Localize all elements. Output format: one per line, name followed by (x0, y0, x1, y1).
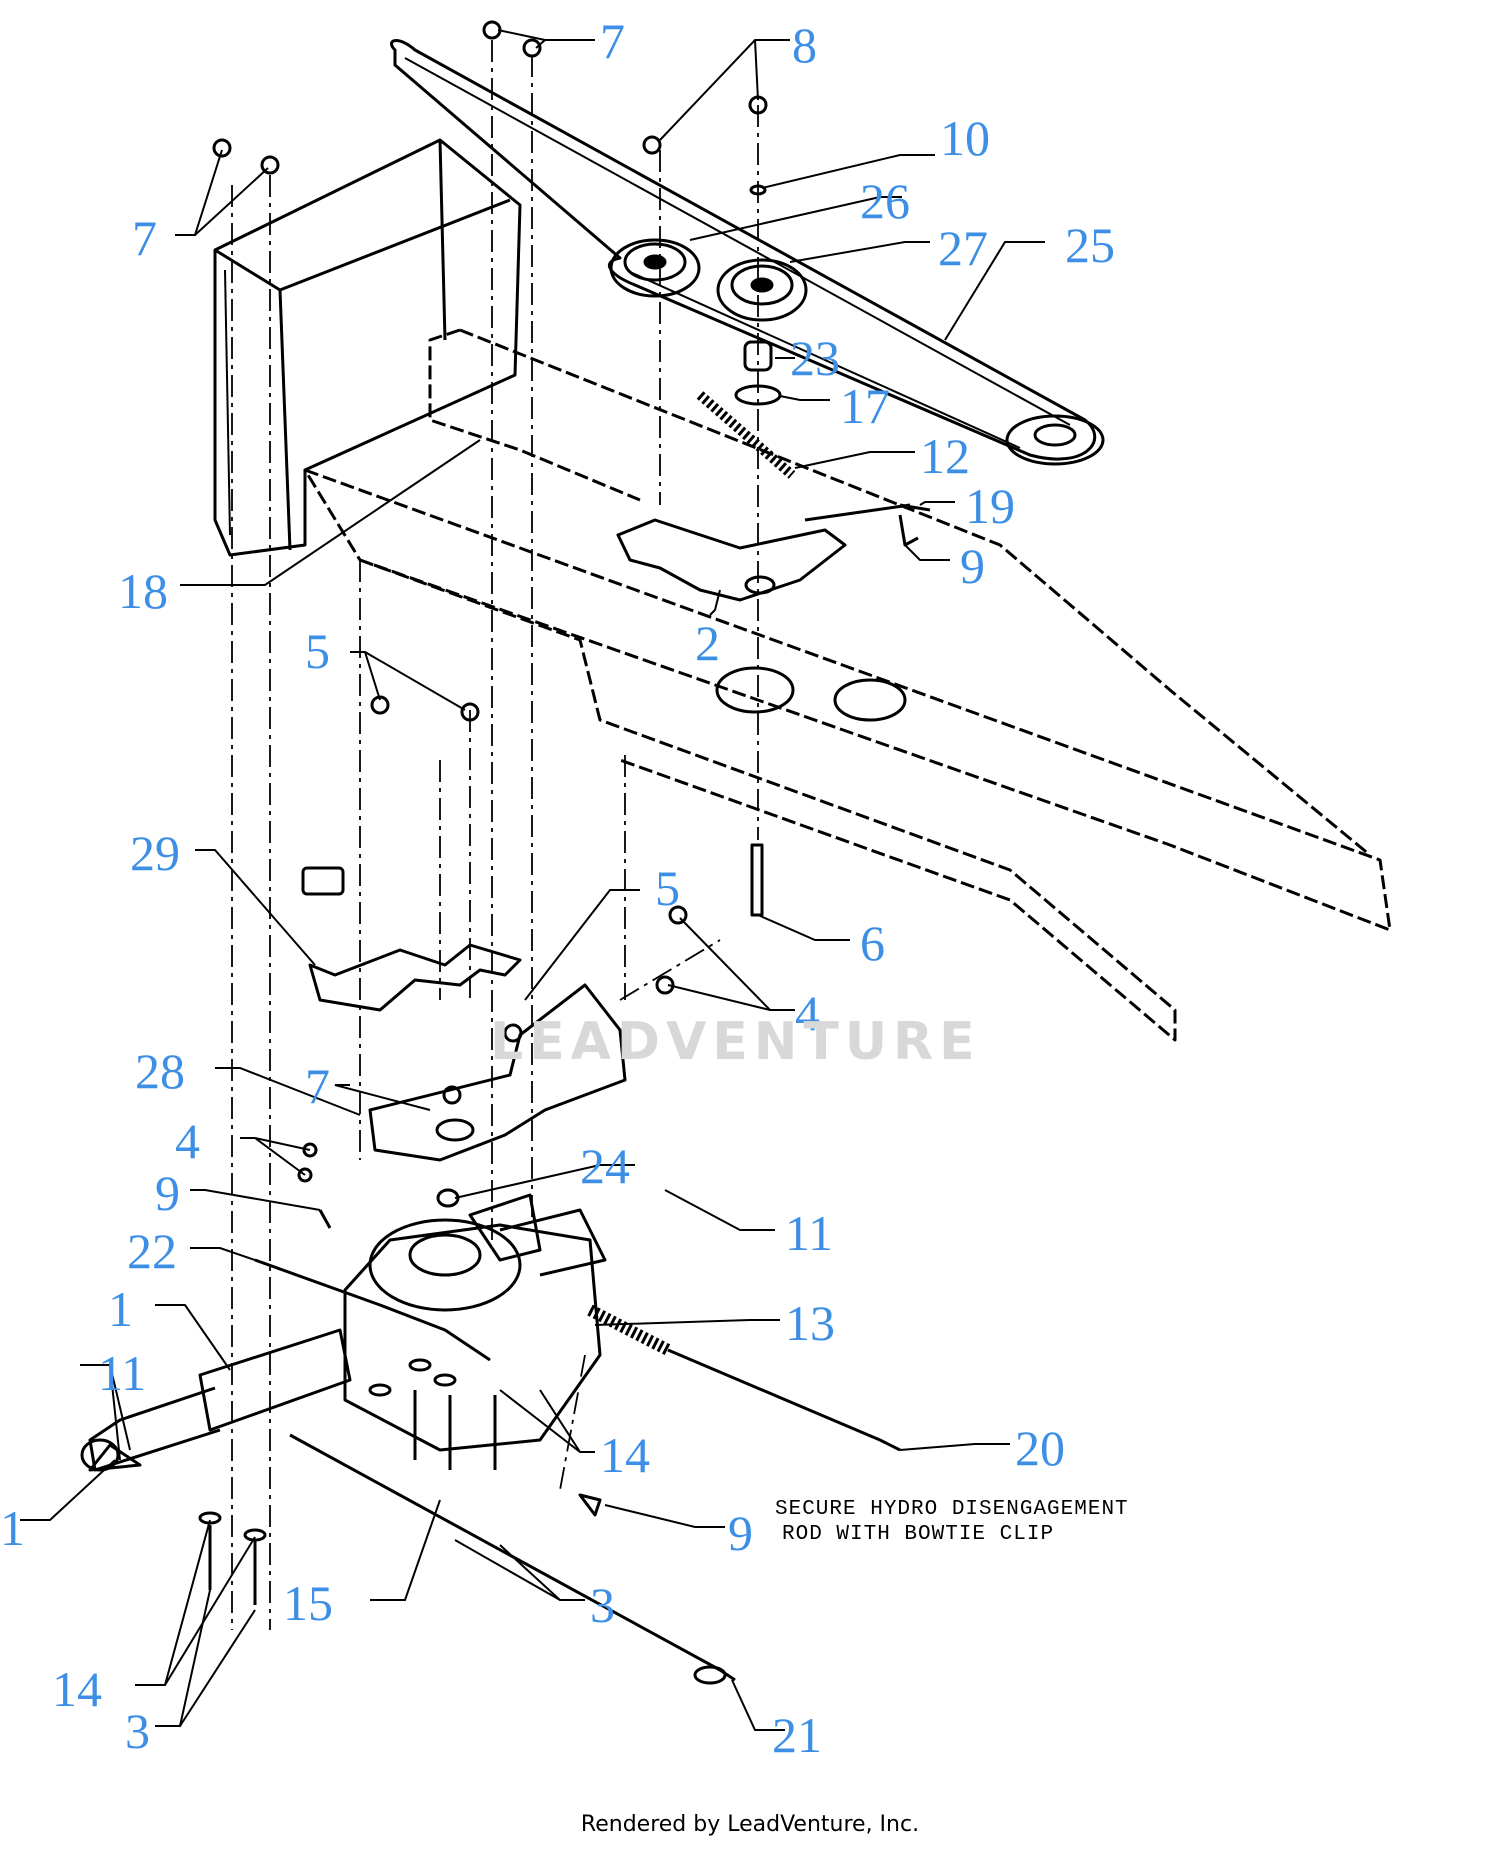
note-line-1: SECURE HYDRO DISENGAGEMENT (775, 1498, 1129, 1521)
callout-23: 23 (790, 330, 840, 386)
callout-14: 14 (52, 1661, 102, 1717)
callout-18: 18 (118, 563, 168, 619)
callout-7: 7 (305, 1058, 330, 1114)
callout-8: 8 (792, 17, 817, 73)
callout-3: 3 (125, 1703, 150, 1759)
hardware (212, 20, 919, 1229)
drive-pulley (1005, 414, 1105, 466)
spring-12 (696, 391, 796, 479)
callout-28: 28 (135, 1043, 185, 1099)
callout-25: 25 (1065, 217, 1115, 273)
idler-pulley-27 (716, 258, 808, 322)
note-line-2: ROD WITH BOWTIE CLIP (782, 1523, 1054, 1546)
callout-4: 4 (795, 985, 820, 1041)
callout-4: 4 (175, 1113, 200, 1169)
callout-10: 10 (940, 110, 990, 166)
rod-22 (254, 1258, 491, 1362)
callout-2: 2 (695, 615, 720, 671)
callout-24: 24 (580, 1138, 630, 1194)
callout-6: 6 (860, 915, 885, 971)
callout-13: 13 (785, 1295, 835, 1351)
watermark: LEADVENTURE (490, 1012, 981, 1072)
callout-5: 5 (305, 623, 330, 679)
callout-1: 1 (0, 1500, 25, 1556)
idler-pulley-26 (609, 238, 701, 298)
callout-22: 22 (127, 1223, 177, 1279)
callout-7: 7 (600, 13, 625, 69)
callout-9: 9 (155, 1165, 180, 1221)
callout-9: 9 (728, 1505, 753, 1561)
callout-7: 7 (132, 210, 157, 266)
render-credit: Rendered by LeadVenture, Inc. (580, 1812, 920, 1837)
callout-12: 12 (920, 428, 970, 484)
line-art (80, 20, 1392, 1685)
callout-1: 1 (108, 1281, 133, 1337)
callout-29: 29 (130, 825, 180, 881)
callout-20: 20 (1015, 1420, 1065, 1476)
belt (390, 39, 1097, 461)
leader-lines (20, 29, 1045, 1731)
callout-19: 19 (965, 478, 1015, 534)
rod-20 (667, 1348, 901, 1452)
callout-5: 5 (655, 860, 680, 916)
callout-3: 3 (590, 1577, 615, 1633)
idler-bracket (616, 518, 847, 602)
callout-14: 14 (600, 1427, 650, 1483)
callout-numbers: 7 8 7 10 26 27 25 23 17 12 19 9 18 2 5 2… (0, 13, 1115, 1763)
callout-26: 26 (860, 173, 910, 229)
callout-11: 11 (98, 1345, 146, 1401)
frame-rail (303, 468, 1392, 932)
callout-9: 9 (960, 538, 985, 594)
assembly-note: SECURE HYDRO DISENGAGEMENT ROD WITH BOWT… (775, 1498, 1129, 1546)
callout-21: 21 (772, 1707, 822, 1763)
bracket-28 (368, 983, 627, 1162)
callout-11: 11 (785, 1205, 833, 1261)
transaxle (80, 1193, 607, 1472)
callout-27: 27 (938, 220, 988, 276)
callout-15: 15 (283, 1575, 333, 1631)
bracket-29 (308, 943, 522, 1012)
spring-13 (587, 1304, 671, 1356)
callout-17: 17 (840, 378, 890, 434)
